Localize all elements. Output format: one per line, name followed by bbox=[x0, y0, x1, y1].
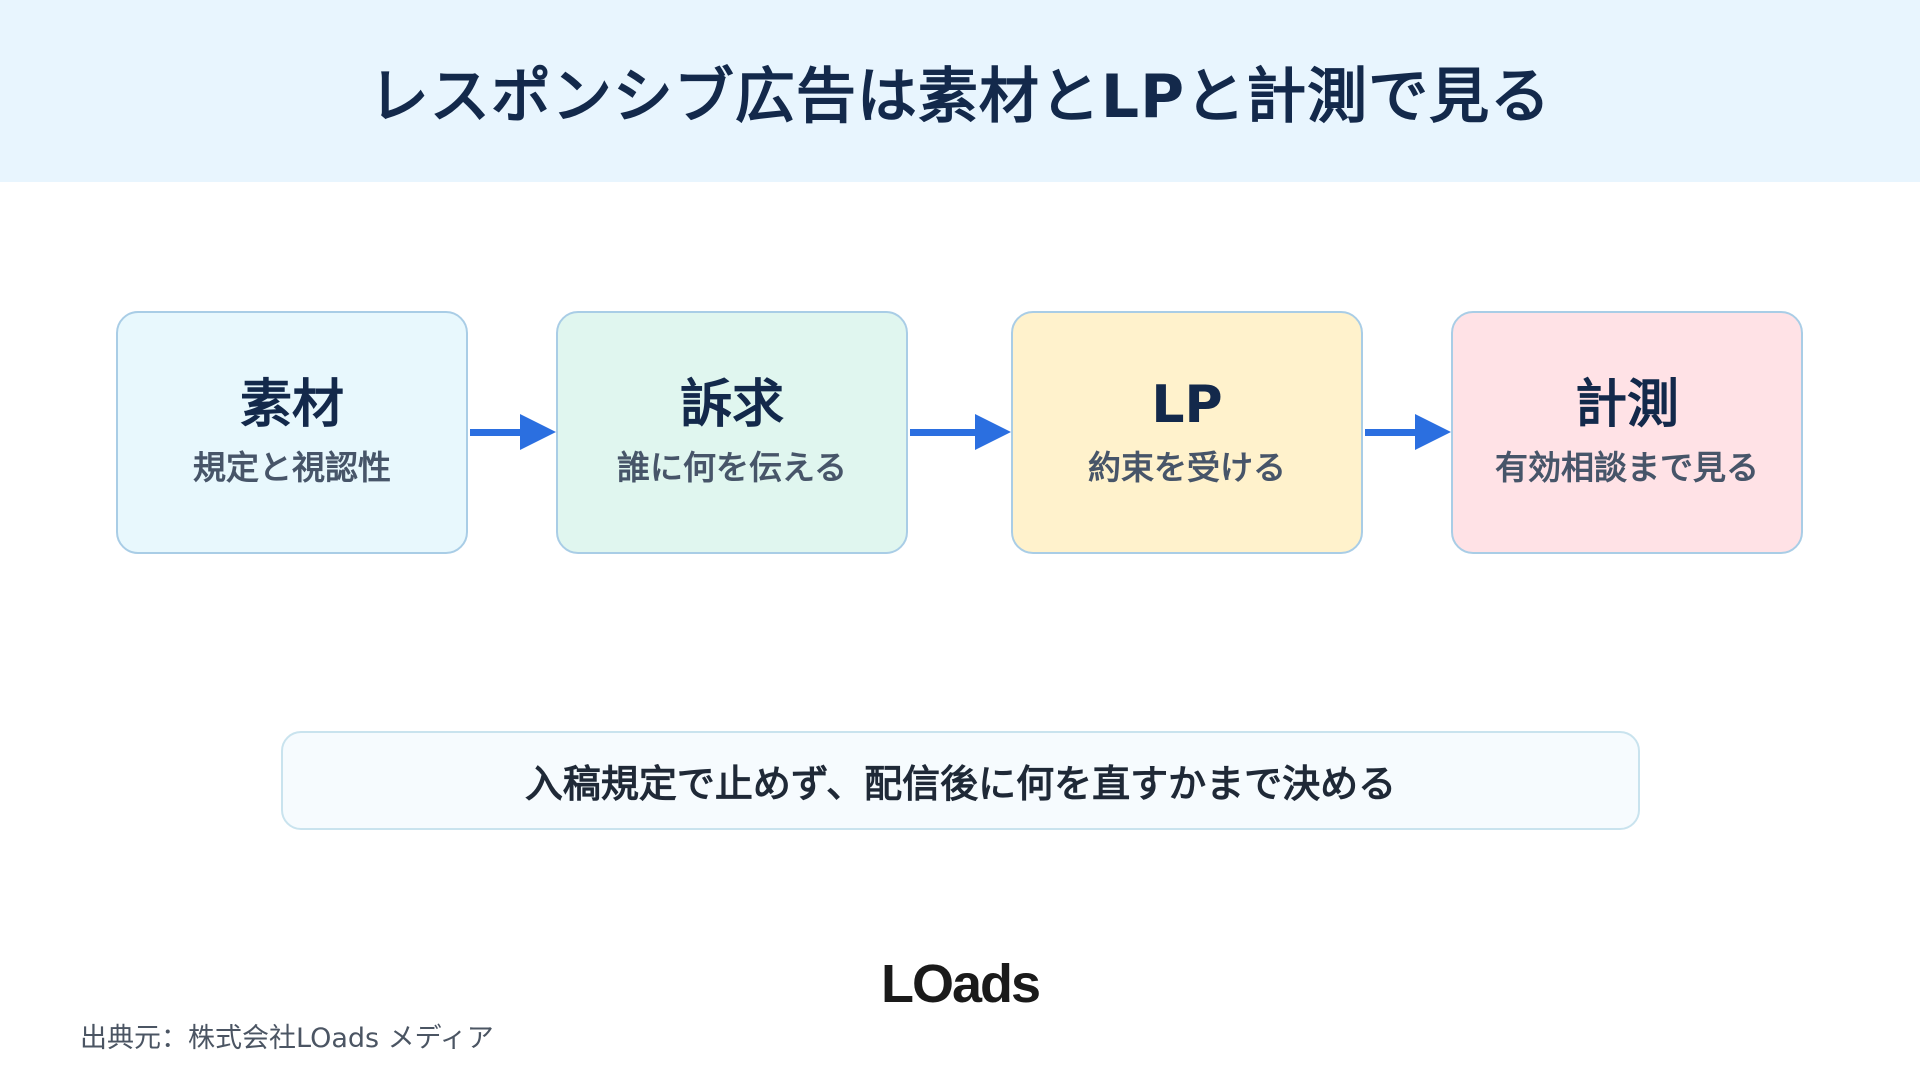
summary-note-text: 入稿規定で止めず、配信後に何を直すかまで決める bbox=[524, 762, 1397, 806]
flow-step-measurement: 計測 有効相談まで見る bbox=[1451, 311, 1803, 554]
flow-step-title: 訴求 bbox=[679, 374, 784, 435]
title-band: レスポンシブ広告は素材とLPと計測で見る bbox=[0, 0, 1920, 182]
flow-step-appeal: 訴求 誰に何を伝える bbox=[556, 311, 908, 554]
slide-title: レスポンシブ広告は素材とLPと計測で見る bbox=[368, 61, 1552, 132]
arrow-right-icon bbox=[1365, 414, 1451, 450]
flow-step-materials: 素材 規定と視認性 bbox=[116, 311, 468, 554]
loads-logo: LOads bbox=[881, 954, 1041, 1014]
source-credit: 出典元：株式会社LOads メディア bbox=[80, 1023, 494, 1054]
arrow-right-icon bbox=[910, 414, 1011, 450]
flow-step-title: 素材 bbox=[239, 374, 344, 435]
flow-step-subtitle: 誰に何を伝える bbox=[616, 448, 847, 488]
arrow-right-icon bbox=[470, 414, 556, 450]
flow-step-subtitle: 約束を受ける bbox=[1088, 448, 1286, 488]
flow-step-subtitle: 有効相談まで見る bbox=[1495, 448, 1759, 488]
flow-step-subtitle: 規定と視認性 bbox=[193, 448, 391, 488]
flow-step-lp: LP 約束を受ける bbox=[1011, 311, 1363, 554]
summary-note: 入稿規定で止めず、配信後に何を直すかまで決める bbox=[281, 731, 1640, 830]
flow-step-title: LP bbox=[1151, 374, 1223, 435]
flow-step-title: 計測 bbox=[1574, 374, 1679, 435]
logo-text: LOads bbox=[881, 954, 1039, 1014]
